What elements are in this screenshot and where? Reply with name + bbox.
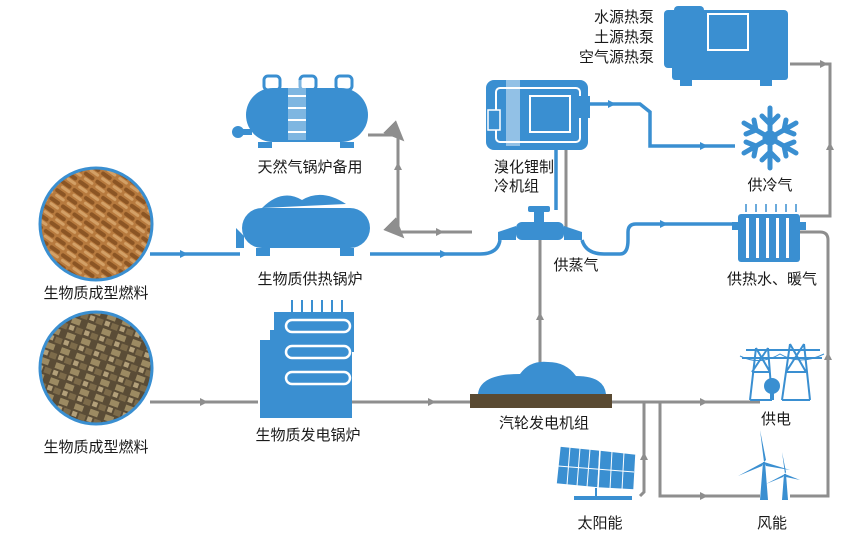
blue-arrows bbox=[180, 100, 708, 258]
label-heat-pump-2: 土源热泵 bbox=[593, 28, 654, 46]
label-solar: 太阳能 bbox=[577, 514, 623, 532]
radiator-icon bbox=[732, 204, 806, 262]
label-bio-power-boiler: 生物质发电锅炉 bbox=[255, 426, 361, 444]
label-chiller-line2: 冷机组 bbox=[494, 177, 540, 195]
steam-valve bbox=[498, 206, 582, 240]
pipe-steam-to-radiator bbox=[580, 222, 736, 256]
label-fuel-1: 生物质成型燃料 bbox=[43, 284, 149, 302]
gray-pipes bbox=[150, 62, 832, 498]
label-heat-pump-3: 空气源热泵 bbox=[578, 48, 654, 66]
turbine-generator bbox=[470, 361, 612, 408]
label-steam: 供蒸气 bbox=[553, 256, 599, 274]
label-heat-pump-1: 水源热泵 bbox=[593, 8, 654, 26]
pipe-right-return bbox=[790, 230, 830, 498]
pipe-wind bbox=[658, 402, 760, 498]
gray-arrows bbox=[200, 60, 834, 500]
pipe-heat-boiler-junction bbox=[370, 239, 502, 256]
libr-chiller-unit bbox=[486, 76, 590, 150]
label-power: 供电 bbox=[760, 410, 792, 428]
snowflake-icon bbox=[741, 105, 799, 171]
heat-pump-unit bbox=[664, 6, 788, 86]
wind-turbine-icon bbox=[738, 430, 800, 500]
label-turbine: 汽轮发电机组 bbox=[498, 414, 590, 432]
briquette-fuel-image bbox=[38, 310, 154, 426]
label-gas-boiler: 天然气锅炉备用 bbox=[257, 158, 363, 176]
pipe-chiller-to-cold bbox=[590, 102, 735, 148]
solar-panel-icon bbox=[555, 445, 637, 500]
label-wind: 风能 bbox=[756, 514, 788, 532]
pipe-heat-pump bbox=[790, 62, 832, 218]
label-fuel-2: 生物质成型燃料 bbox=[43, 438, 149, 456]
power-tower-icon bbox=[739, 343, 825, 401]
pipe-solar bbox=[638, 402, 646, 498]
label-bio-heat-boiler: 生物质供热锅炉 bbox=[257, 270, 363, 288]
tree-icon bbox=[764, 378, 780, 400]
label-chiller-line1: 溴化锂制 bbox=[494, 158, 555, 176]
gas-boiler bbox=[232, 74, 368, 148]
biomass-heating-boiler bbox=[236, 194, 370, 256]
biomass-power-boiler bbox=[260, 300, 354, 418]
pellet-fuel-image bbox=[38, 166, 154, 282]
blue-pipes bbox=[150, 102, 736, 256]
pipe-gas-boiler bbox=[368, 120, 472, 239]
label-heating: 供热水、暖气 bbox=[726, 270, 818, 288]
label-cooling: 供冷气 bbox=[747, 176, 793, 194]
